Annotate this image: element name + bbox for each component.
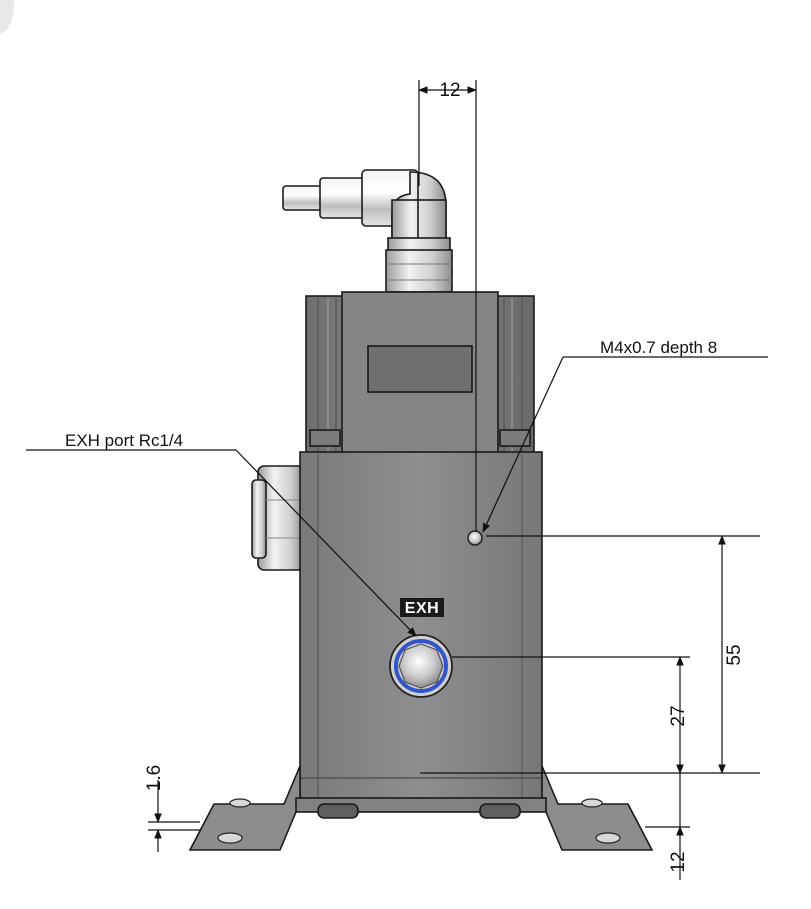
dimension-thread-height: 55 <box>718 535 745 774</box>
dimension-port-height: 27 <box>668 656 689 827</box>
nameplate-recess <box>367 345 473 393</box>
dimension-base-height: 12 <box>668 826 689 880</box>
callout-exhaust: EXH port Rc1/4 <box>26 431 417 637</box>
dimension-top-width: 12 <box>418 80 477 532</box>
elbow-fitting <box>282 169 453 293</box>
side-fitting <box>251 465 305 571</box>
coil-housing <box>305 291 535 455</box>
callout-thread: M4x0.7 depth 8 <box>482 338 768 533</box>
dimension-extensions-right <box>420 535 760 828</box>
exhaust-port <box>389 634 453 698</box>
dimension-bracket-thickness: 1.6 <box>144 765 200 852</box>
dimension-thread-height-label: 55 <box>724 644 745 665</box>
dimension-top-width-label: 12 <box>439 80 460 101</box>
dimension-port-height-label: 27 <box>668 705 689 726</box>
mounting-thread-hole <box>467 530 483 546</box>
valve-body <box>299 451 543 801</box>
mounting-bracket <box>188 765 654 851</box>
exh-plate-text: EXH <box>405 600 439 617</box>
dimension-base-height-label: 12 <box>668 851 689 872</box>
dimension-bracket-thickness-label: 1.6 <box>144 765 165 791</box>
callout-thread-text: M4x0.7 depth 8 <box>600 338 717 357</box>
exh-plate: EXH <box>400 598 444 617</box>
corner-artifact <box>0 0 14 34</box>
callout-exhaust-text: EXH port Rc1/4 <box>65 431 183 450</box>
